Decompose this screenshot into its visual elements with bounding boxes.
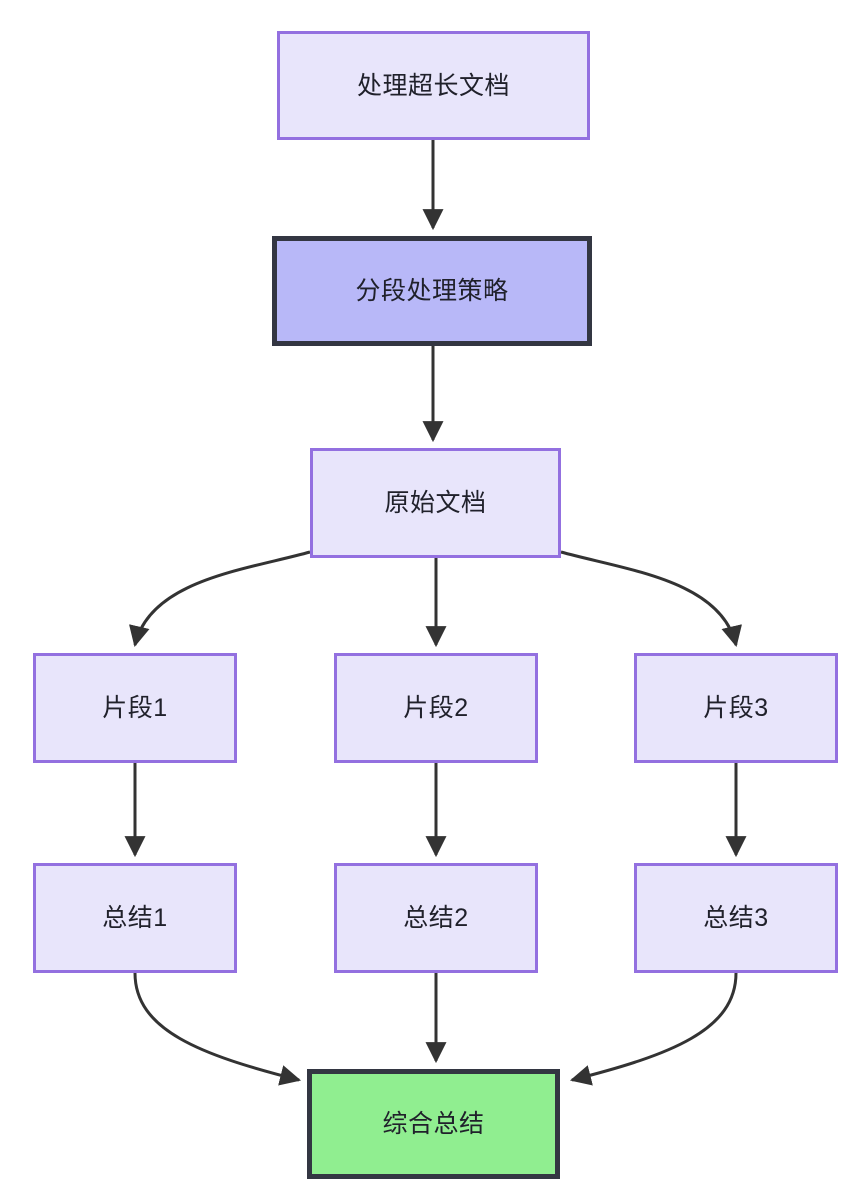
node-label: 总结2 [403,904,469,932]
node-label: 片段1 [102,694,168,722]
node-label: 片段2 [403,694,469,722]
node-label: 综合总结 [382,1110,485,1138]
edge-summary1-to-final [133,972,302,1086]
node-fragment-3[interactable]: 片段3 [634,653,838,763]
node-summary-2[interactable]: 总结2 [334,863,538,973]
node-label: 处理超长文档 [356,71,510,100]
edge-summary3-to-final [569,972,738,1086]
node-summary-1[interactable]: 总结1 [33,863,237,973]
node-label: 原始文档 [384,489,487,517]
node-chunk-strategy[interactable]: 分段处理策略 [272,236,592,346]
node-summary-3[interactable]: 总结3 [634,863,838,973]
edge-source-to-fragment3 [560,550,742,648]
node-fragment-2[interactable]: 片段2 [334,653,538,763]
node-final-summary[interactable]: 综合总结 [307,1069,560,1179]
node-label: 总结1 [102,904,168,932]
node-label: 片段3 [703,694,769,722]
node-fragment-1[interactable]: 片段1 [33,653,237,763]
node-process-long-doc[interactable]: 处理超长文档 [277,31,590,140]
node-label: 分段处理策略 [355,277,509,305]
node-source-doc[interactable]: 原始文档 [310,448,561,558]
edge-source-to-fragment1 [129,550,311,648]
node-label: 总结3 [703,904,769,932]
